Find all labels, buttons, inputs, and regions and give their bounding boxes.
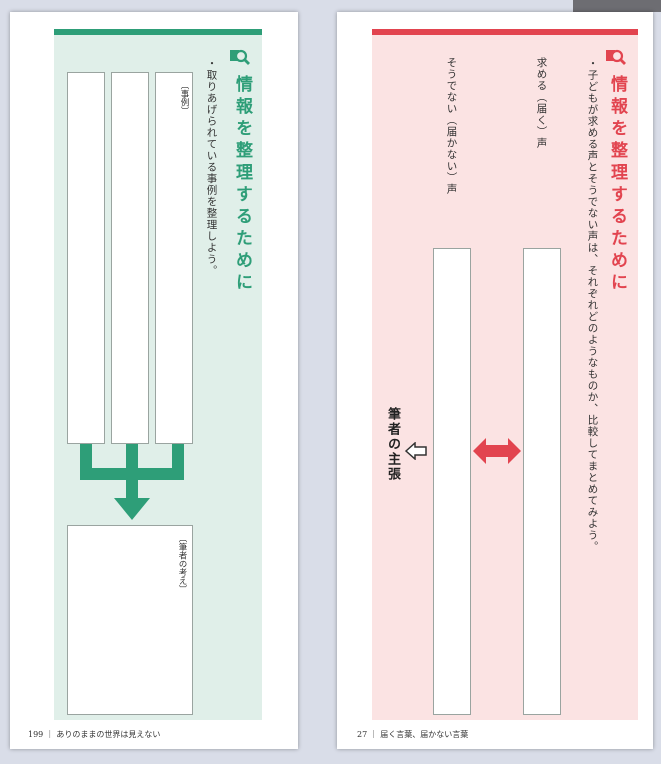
double-arrow-icon [473,438,521,464]
right-page: 情報を整理するために ・子どもが求める声とそうでない声は、それぞれどのようなもの… [337,12,653,749]
column-label-unrequested: そうでない（届かない）声 [445,57,458,195]
right-heading: 情報を整理するために [607,75,627,295]
merge-arrow-icon [80,444,184,520]
magnifier-icon [606,49,626,65]
left-footer: 199 ｜ ありのままの世界は見えない [28,730,161,739]
case-box-label: 〔事例〕 [179,81,189,115]
unrequested-voice-box [433,248,471,715]
left-footer-title: ありのままの世界は見えない [56,730,161,739]
right-instruction: ・子どもが求める声とそうでない声は、それぞれどのようなものか、比較してまとめてみ… [586,58,599,553]
right-footer: 27 ｜ 届く言葉、届かない言葉 [357,730,469,739]
left-page: 情報を整理するために ・取りあげられている事例を整理しよう。 〔事例〕 〔筆者の… [10,12,298,749]
left-instruction: ・取りあげられている事例を整理しよう。 [205,58,218,277]
left-heading: 情報を整理するために [232,75,252,295]
requested-voice-box [523,248,561,715]
author-opinion-box: 〔筆者の考え〕 [67,525,193,715]
right-worksheet-panel: 情報を整理するために ・子どもが求める声とそうでない声は、それぞれどのようなもの… [372,29,638,720]
left-page-number: 199 [28,730,44,739]
case-box-2 [111,72,149,444]
left-arrow-icon [405,442,427,460]
left-worksheet-panel: 情報を整理するために ・取りあげられている事例を整理しよう。 〔事例〕 〔筆者の… [54,29,262,720]
author-opinion-label: 〔筆者の考え〕 [177,534,187,594]
column-label-requested: 求める（届く）声 [535,57,548,149]
case-box-3: 〔事例〕 [155,72,193,444]
right-footer-title: 届く言葉、届かない言葉 [380,730,469,739]
case-box-1 [67,72,105,444]
right-page-number: 27 [357,730,368,739]
corner-tab [573,0,661,12]
author-claim-label: 筆者の主張 [385,407,400,482]
magnifier-icon [230,49,250,65]
